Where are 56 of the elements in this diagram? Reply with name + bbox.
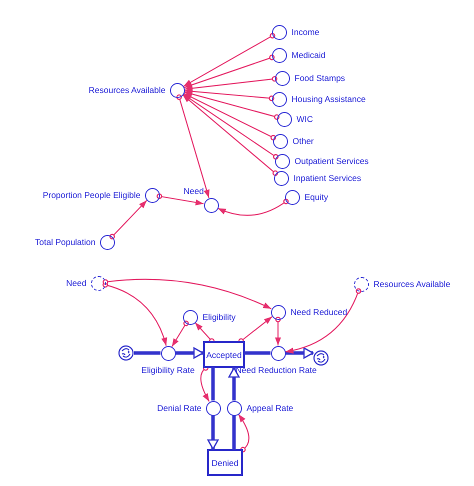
connector-arrow <box>182 94 279 160</box>
connector-arrow <box>183 92 276 140</box>
flow-pipe <box>232 416 236 449</box>
variable-label: Equity <box>304 192 328 202</box>
connector-arrow <box>184 76 278 92</box>
variable-label: Inpatient Services <box>294 174 362 182</box>
connector-arrow <box>275 316 281 346</box>
stock-name: Denied <box>212 458 238 468</box>
flow-pipe <box>228 367 240 400</box>
variable-label: Total Population <box>35 238 96 246</box>
connector-arrow <box>238 316 272 344</box>
connector-arrow <box>109 200 148 240</box>
cloud-icon <box>118 345 134 361</box>
flow-pipe <box>176 347 204 359</box>
connector-arrow <box>184 88 274 102</box>
stock-box <box>203 341 245 368</box>
connector-arrow <box>176 94 210 198</box>
flow-pipe <box>207 416 219 450</box>
variable-label: Medicaid <box>292 50 326 60</box>
variable-label: Need Reduced <box>290 308 348 316</box>
connector-arrow <box>102 278 272 310</box>
flow-pipe <box>286 347 314 359</box>
connector-arrow <box>184 91 280 120</box>
connector-arrow <box>194 322 215 344</box>
variable-label: Resources Available <box>374 280 450 288</box>
variable-label: Outpatient Services <box>294 156 369 166</box>
connector-arrow <box>218 198 289 216</box>
variable-label: Need <box>66 278 86 288</box>
variable-label: Food Stamps <box>294 74 346 82</box>
variable-label: Housing Assistance <box>292 94 366 104</box>
variable-label: WIC <box>296 114 314 124</box>
connector-arrow <box>171 320 189 347</box>
variable-label: Denial Rate <box>157 404 202 412</box>
variable-label: Other <box>292 136 314 146</box>
connector-arrow <box>238 414 250 452</box>
connector-arrow <box>183 32 276 87</box>
flow-pipe <box>211 368 215 400</box>
connector-arrow <box>285 288 362 354</box>
cloud-icon <box>313 350 329 366</box>
stock-name: Accepted <box>206 350 242 360</box>
stock-box <box>207 449 243 476</box>
connector-arrow <box>182 94 278 176</box>
connector-arrow <box>184 54 275 88</box>
flow-pipe <box>245 351 270 355</box>
variable-label: Eligibility Rate <box>141 366 195 374</box>
connector-arrow <box>156 193 204 206</box>
variable-label: Need Reduction Rate <box>236 366 317 374</box>
variable-label: Eligibility <box>202 312 236 322</box>
connector-arrow <box>200 365 210 402</box>
flow-pipe <box>134 351 160 355</box>
variable-label: Proportion People Eligible <box>42 190 140 200</box>
variable-label: Appeal Rate <box>246 404 294 412</box>
variable-label: Income <box>292 28 320 36</box>
connector-arrow <box>102 282 167 346</box>
variable-label: Resources Available <box>88 86 166 94</box>
variable-label: Need <box>184 187 204 196</box>
